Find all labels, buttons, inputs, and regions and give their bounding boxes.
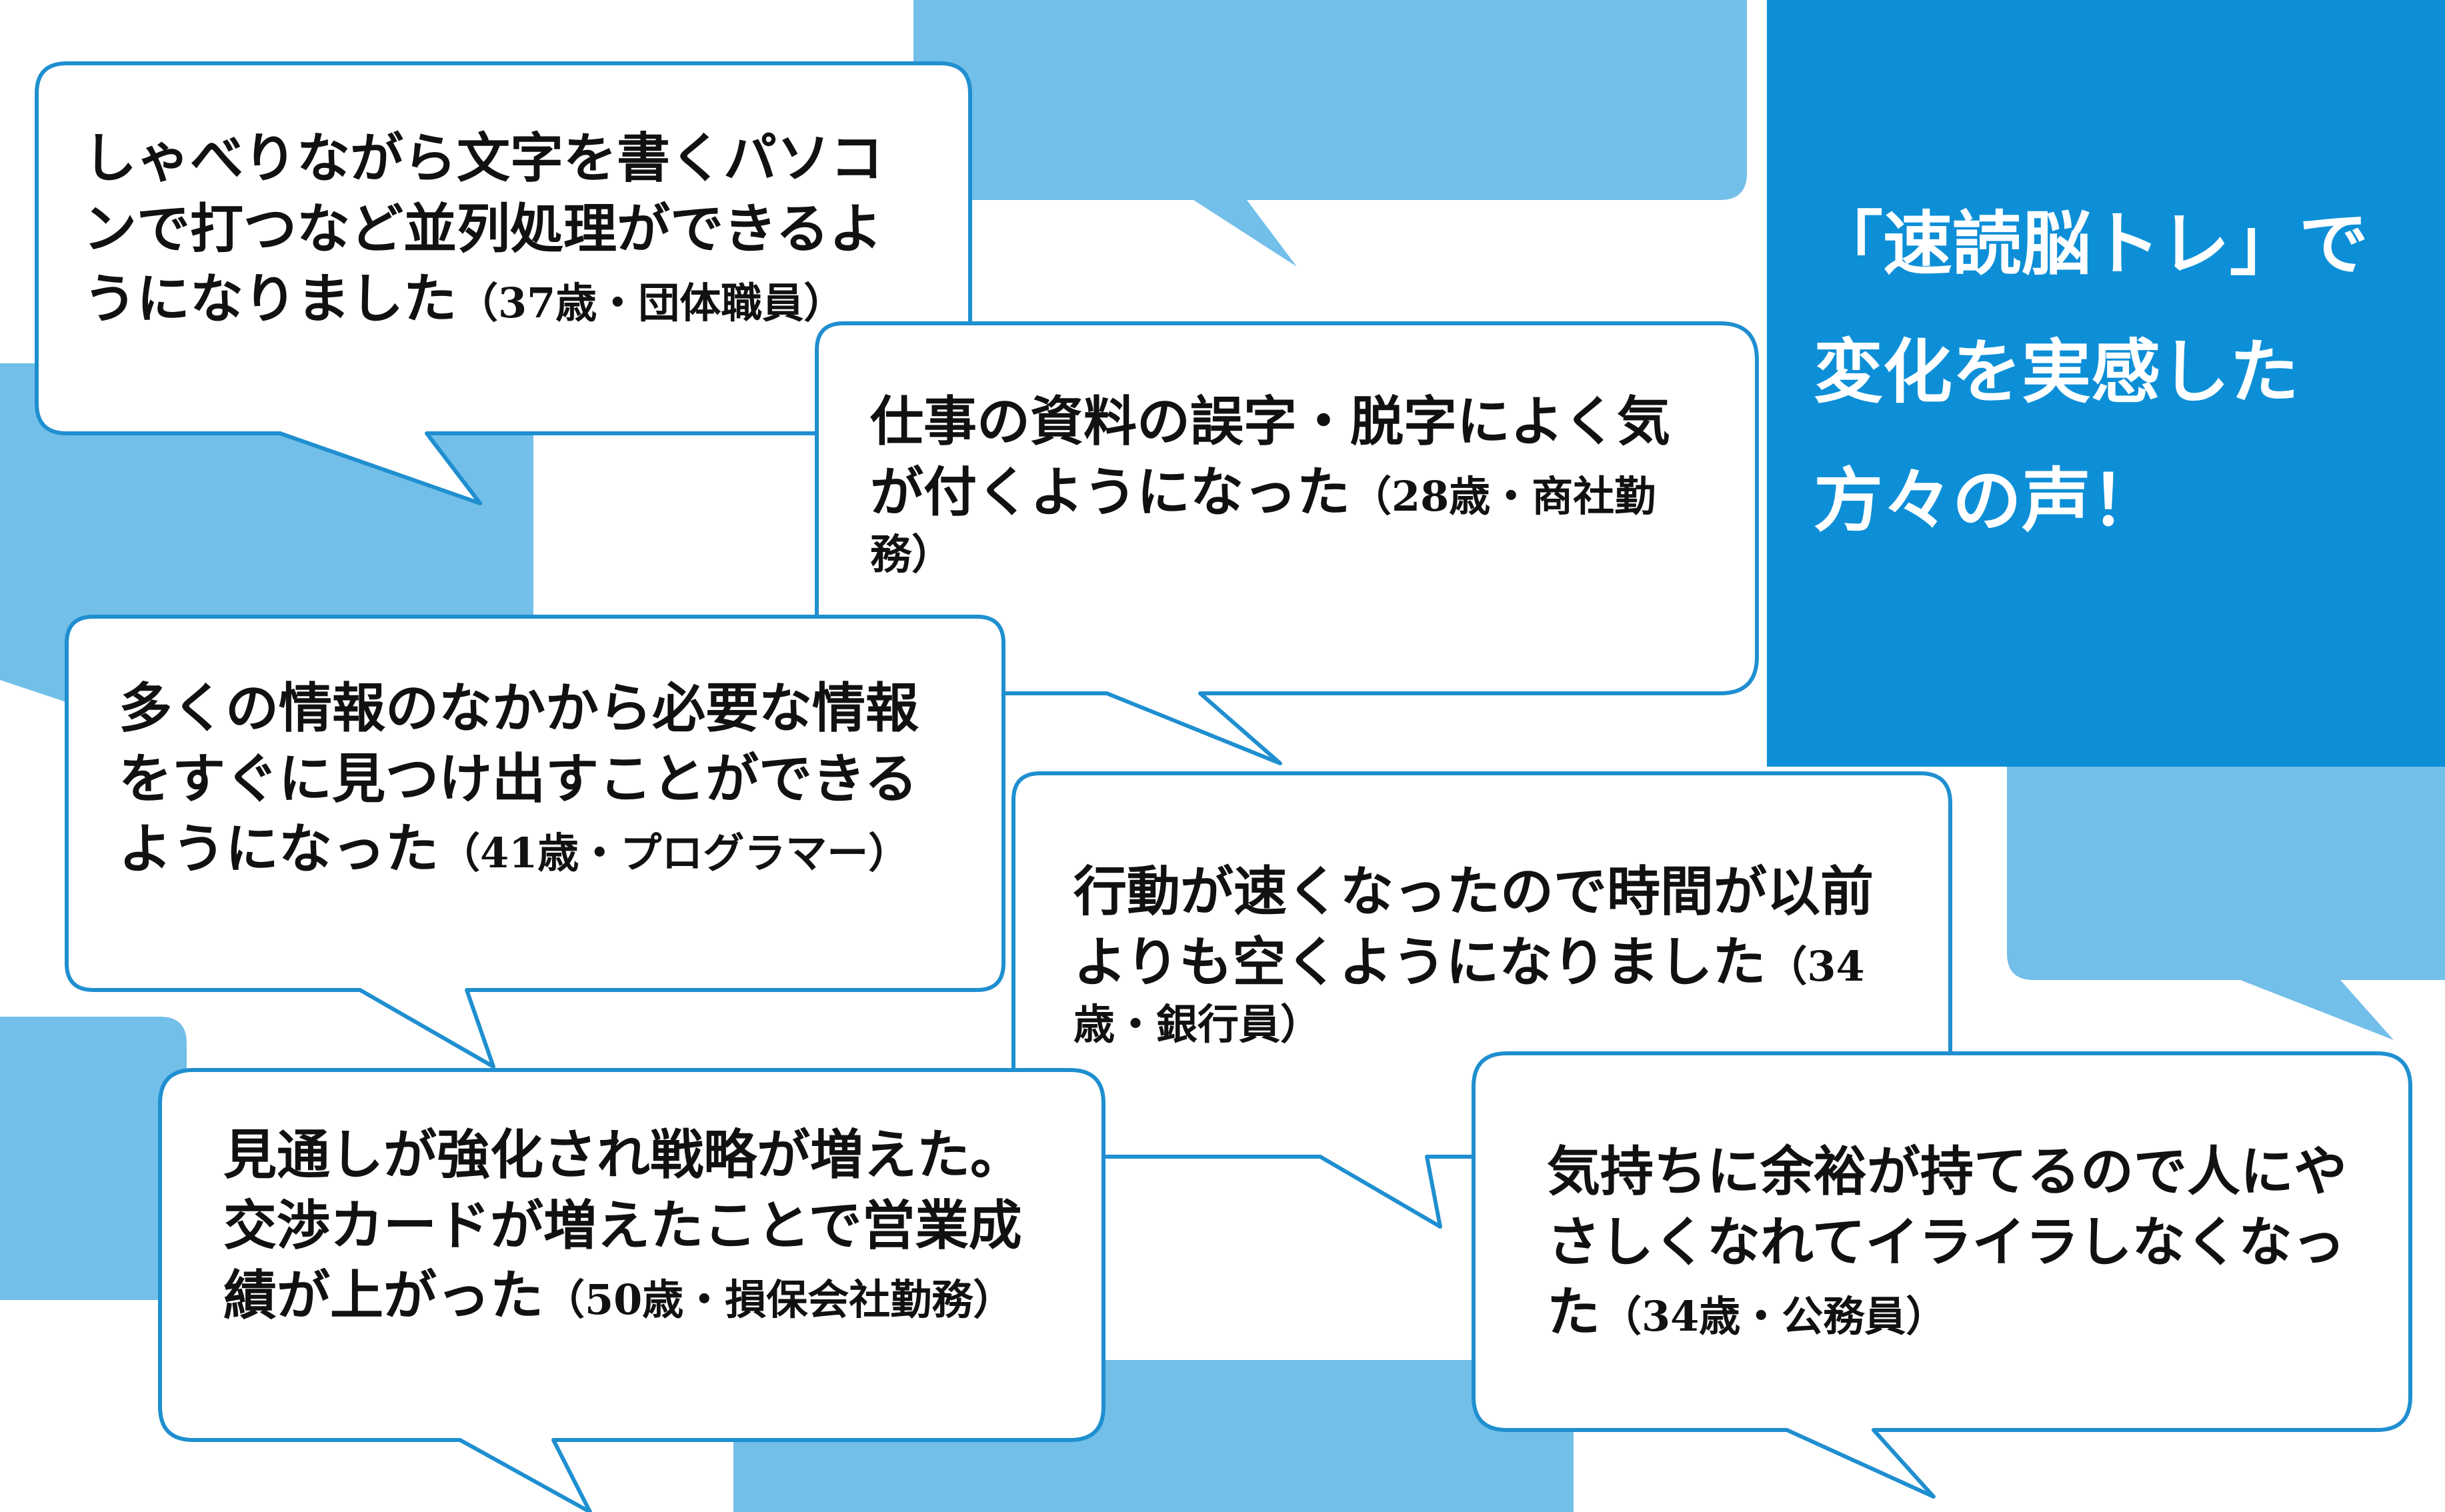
quote-bubble-1 <box>35 61 972 505</box>
quote-attribution: （50歳・損保会社勤務） <box>543 1275 1015 1325</box>
title-panel <box>1767 0 2445 767</box>
quote-body: 見通しが強化され戦略が増えた。交渉カードが増えたことで営業成績が上がった <box>223 1123 1023 1327</box>
quote-attribution: （28歳・商社勤務） <box>870 471 1656 579</box>
quote-body: 行動が速くなったので時間が以前よりも空くようになりました <box>1073 860 1874 993</box>
quote-text-5: 見通しが強化され戦略が増えた。交渉カードが増えたことで営業成績が上がった（50歳… <box>223 1120 1043 1331</box>
quote-attribution: （37歳・団体職員） <box>457 279 845 328</box>
quote-bubble-6 <box>1472 1051 2412 1499</box>
quote-text-3: 多くの情報のなかから必要な情報をすぐに見つけ出すことができるようになった（41歳… <box>119 673 939 885</box>
title-line-1: 「速読脳トレ」で <box>1814 203 2369 285</box>
quote-text-6: 気持ちに余裕が持てるので人にやさしくなれてイライラしなくなった（34歳・公務員） <box>1547 1137 2367 1348</box>
bg-bubble-top <box>913 0 1747 267</box>
title-line-3: 方々の声！ <box>1814 459 2161 541</box>
title-line-2: 変化を実感した <box>1814 331 2300 413</box>
quote-body: しゃべりながら文字を書くパソコンで打つなど並列処理ができるようになりました <box>83 127 883 331</box>
quote-text-1: しゃべりながら文字を書くパソコンで打つなど並列処理ができるようになりました（37… <box>83 123 903 335</box>
quote-bubble-2 <box>815 321 1759 765</box>
quote-bubble-3 <box>65 615 1005 1069</box>
bg-bubble-bottom-left <box>0 1017 187 1300</box>
quote-attribution: （34歳・銀行員） <box>1073 941 1865 1049</box>
quote-body: 仕事の資料の誤字・脱字によく気が付くようになった <box>870 390 1670 523</box>
quote-bubble-5 <box>158 1068 1105 1512</box>
page-title: 「速読脳トレ」で 変化を実感した 方々の声！ <box>1814 180 2414 565</box>
quote-text-4: 行動が速くなったので時間が以前よりも空くようになりました（34歳・銀行員） <box>1073 857 1894 1052</box>
quote-body: 多くの情報のなかから必要な情報をすぐに見つけ出すことができるようになった <box>119 677 919 881</box>
quote-text-2: 仕事の資料の誤字・脱字によく気が付くようになった（28歳・商社勤務） <box>870 387 1690 582</box>
quote-attribution: （41歳・プログラマー） <box>439 829 910 878</box>
quote-attribution: （34歳・公務員） <box>1600 1292 1948 1341</box>
quote-body: 気持ちに余裕が持てるので人にやさしくなれてイライラしなくなった <box>1547 1140 2347 1344</box>
